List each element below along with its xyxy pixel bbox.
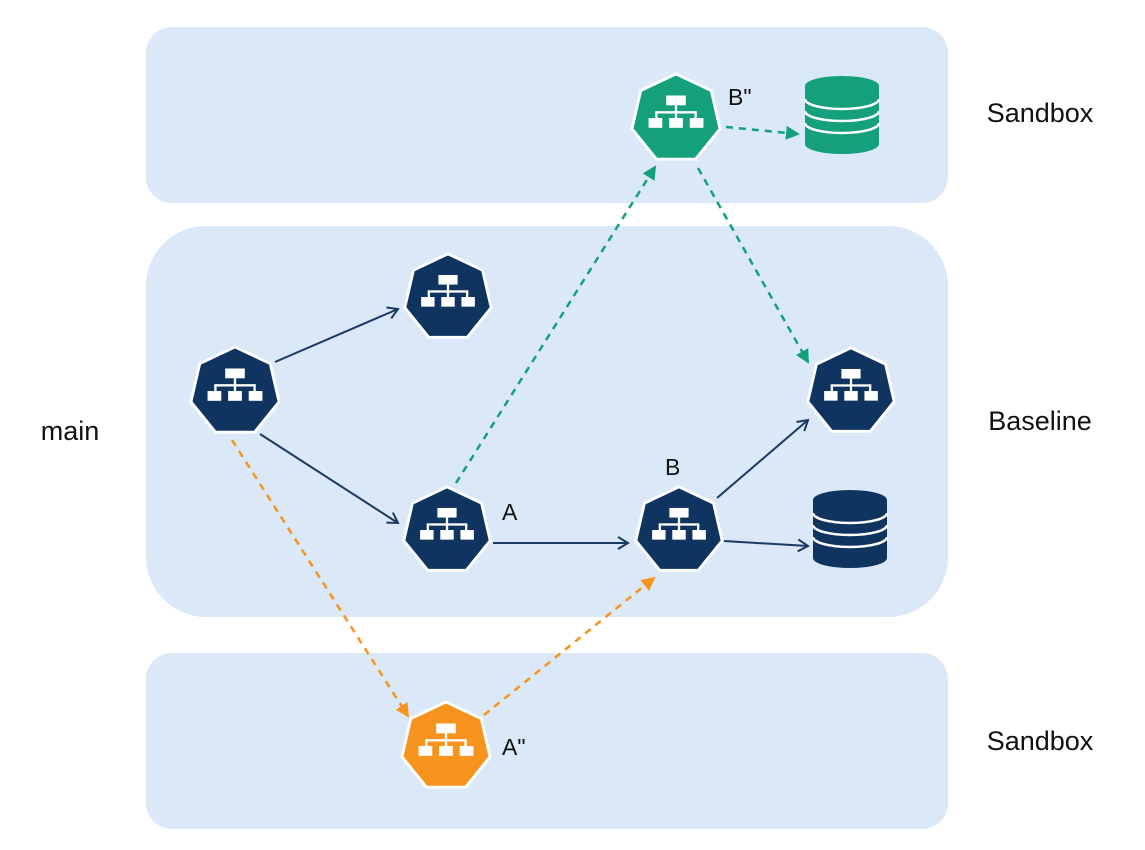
edge-main-to-top: [274, 306, 400, 363]
lane-label-sandbox-bottom: Sandbox: [987, 726, 1094, 756]
node-label-b-sandbox: B": [728, 84, 752, 110]
edge-a-to-b-sandbox: [454, 165, 657, 484]
database-icon-sandbox: [803, 74, 881, 156]
sandbox-green-edges: [454, 125, 810, 484]
edge-main-to-a: [259, 433, 400, 525]
lane-label-baseline: Baseline: [988, 406, 1092, 436]
node-label-a: A: [502, 499, 518, 525]
lane-sandbox-top: [146, 27, 948, 203]
lane-label-sandbox-top: Sandbox: [987, 98, 1094, 128]
edge-a-sandbox-to-b: [483, 576, 656, 716]
lane-sandbox-bottom: [146, 653, 948, 829]
edge-main-to-a-sandbox: [230, 439, 410, 718]
sandbox-orange-edges: [230, 439, 656, 718]
main-label: main: [41, 416, 100, 446]
edge-b-to-right: [716, 418, 810, 499]
node-label-a-sandbox: A": [502, 734, 526, 760]
database-icon-baseline: [811, 488, 889, 570]
baseline-edges: [259, 306, 810, 553]
lane-baseline: [146, 226, 948, 617]
edge-b-sandbox-to-right: [696, 167, 810, 364]
node-label-b: B: [665, 454, 680, 480]
edge-b-to-db: [723, 538, 810, 553]
